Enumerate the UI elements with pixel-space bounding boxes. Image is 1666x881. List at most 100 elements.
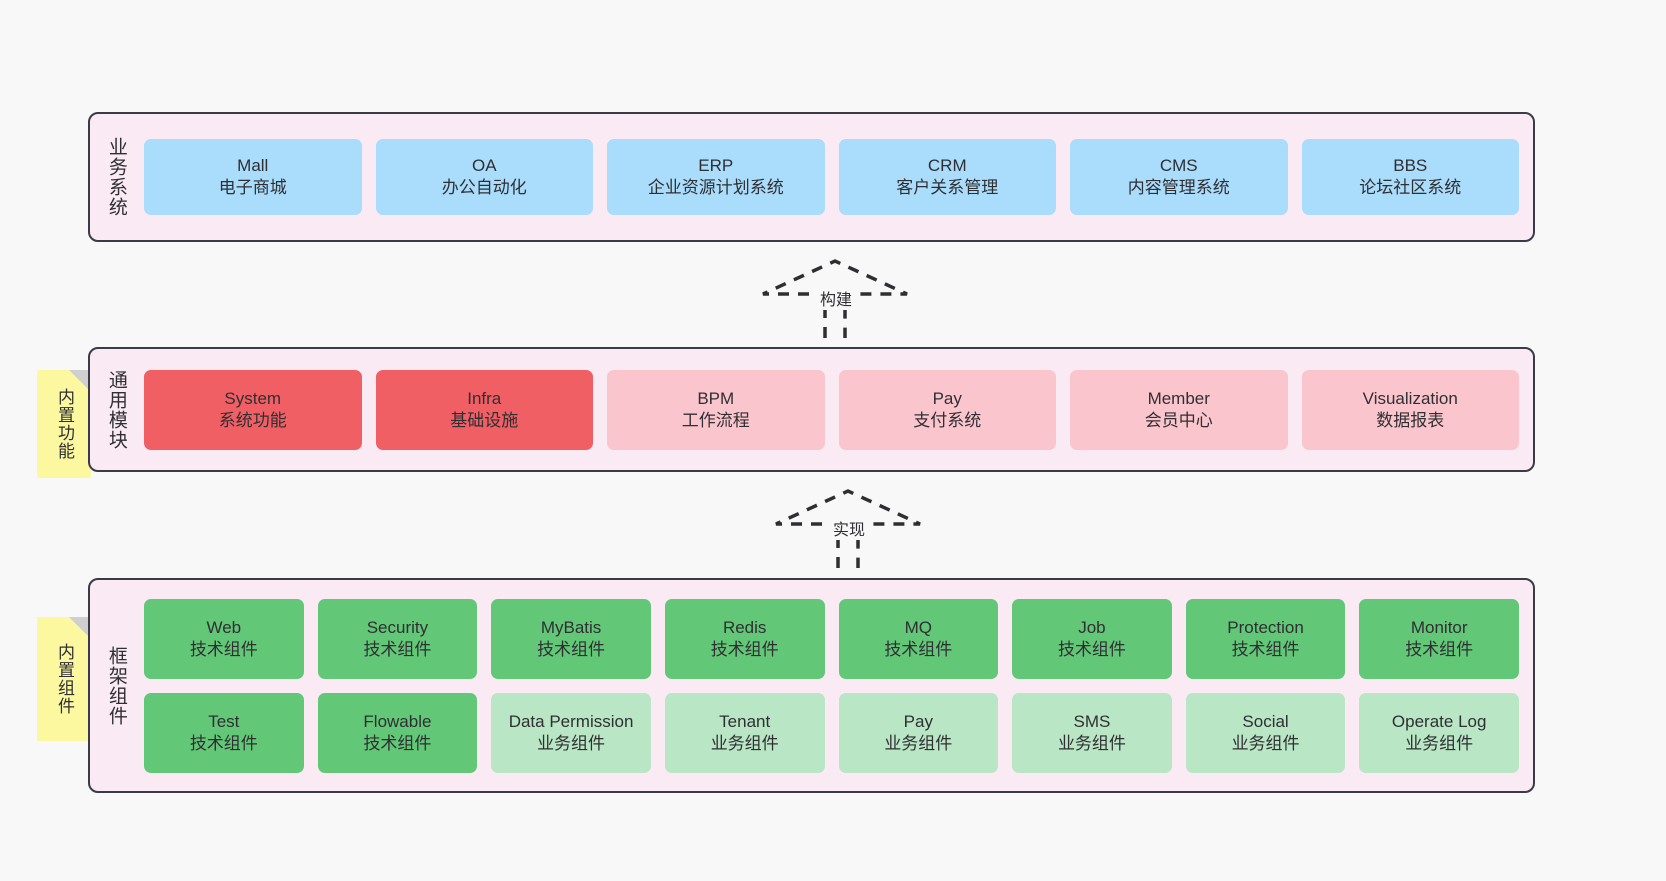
- note-fold-corner: [69, 370, 91, 392]
- node-title: System: [224, 388, 282, 408]
- node-sms[interactable]: SMS 业务组件: [1012, 692, 1172, 773]
- node-oa[interactable]: OA 办公自动化: [375, 139, 593, 215]
- node-mq[interactable]: MQ 技术组件: [838, 598, 999, 679]
- node-subtitle: 会员中心: [1144, 410, 1213, 430]
- node-subtitle: 技术组件: [363, 733, 432, 753]
- node-subtitle: 业务组件: [537, 733, 606, 753]
- node-title: Infra: [467, 388, 502, 408]
- node-subtitle: 数据报表: [1376, 410, 1445, 430]
- node-bbs[interactable]: BBS 论坛社区系统: [1301, 139, 1519, 215]
- layer-framework-component-label: 框架组件: [105, 645, 127, 726]
- node-title: Operate Log: [1391, 711, 1487, 731]
- node-subtitle: 技术组件: [1405, 639, 1474, 659]
- node-subtitle: 工作流程: [681, 410, 750, 430]
- node-bpm[interactable]: BPM 工作流程: [607, 369, 825, 450]
- node-row: Test 技术组件 Flowable 技术组件 Data Permission …: [144, 692, 1519, 773]
- node-title: Pay: [903, 711, 933, 731]
- node-infra[interactable]: Infra 基础设施: [375, 369, 593, 450]
- node-subtitle: 电子商城: [218, 178, 287, 197]
- node-title: Monitor: [1410, 617, 1468, 637]
- node-title: MyBatis: [540, 617, 602, 637]
- node-row: Mall 电子商城 OA 办公自动化 ERP 企业资源计划系统 CRM 客户关系…: [144, 139, 1519, 215]
- node-job[interactable]: Job 技术组件: [1012, 598, 1172, 679]
- node-title: SMS: [1073, 711, 1111, 731]
- node-redis[interactable]: Redis 技术组件: [664, 598, 825, 679]
- node-cms[interactable]: CMS 内容管理系统: [1070, 139, 1288, 215]
- node-visualization[interactable]: Visualization 数据报表: [1301, 369, 1519, 450]
- layer-business-system-label: 业务系统: [105, 137, 127, 217]
- layer-common-module: 通用模块 System 系统功能 Infra 基础设施 BPM 工作流程 Pay…: [88, 347, 1535, 472]
- node-test[interactable]: Test 技术组件: [144, 692, 304, 773]
- node-title: Protection: [1227, 617, 1304, 637]
- node-title: ERP: [698, 156, 734, 176]
- node-web[interactable]: Web 技术组件: [144, 598, 304, 679]
- node-title: Pay: [932, 388, 962, 408]
- node-subtitle: 企业资源计划系统: [647, 178, 784, 197]
- node-subtitle: 技术组件: [537, 639, 606, 659]
- node-subtitle: 业务组件: [884, 733, 953, 753]
- node-system[interactable]: System 系统功能: [144, 369, 362, 450]
- node-member[interactable]: Member 会员中心: [1070, 369, 1288, 450]
- node-mall[interactable]: Mall 电子商城: [144, 139, 362, 215]
- layer-business-system: 业务系统 Mall 电子商城 OA 办公自动化 ERP 企业资源计划系统 CRM…: [88, 112, 1535, 242]
- node-title: Social: [1242, 711, 1289, 731]
- connector-build-label: 构建: [818, 286, 855, 310]
- node-title: Tenant: [719, 711, 771, 731]
- layer-framework-component: 框架组件 Web 技术组件 Security 技术组件 MyBatis 技术组件…: [88, 578, 1535, 793]
- node-subtitle: 技术组件: [363, 639, 432, 659]
- node-data-permission[interactable]: Data Permission 业务组件: [491, 692, 651, 773]
- connector-build-arrow: 构建: [760, 258, 910, 348]
- node-row: System 系统功能 Infra 基础设施 BPM 工作流程 Pay 支付系统…: [144, 369, 1519, 450]
- node-operate-log[interactable]: Operate Log 业务组件: [1359, 692, 1519, 773]
- connector-implement-label: 实现: [831, 516, 868, 540]
- node-tenant[interactable]: Tenant 业务组件: [664, 692, 825, 773]
- node-title: Redis: [722, 617, 767, 637]
- node-title: Test: [208, 711, 240, 731]
- node-subtitle: 办公自动化: [441, 178, 527, 197]
- node-title: CMS: [1159, 156, 1198, 176]
- node-subtitle: 系统功能: [218, 410, 287, 430]
- node-subtitle: 支付系统: [913, 410, 982, 430]
- node-pay[interactable]: Pay 支付系统: [838, 369, 1056, 450]
- node-subtitle: 业务组件: [1405, 733, 1474, 753]
- note-builtin-function: 内置功能: [37, 370, 91, 478]
- node-title: MQ: [904, 617, 932, 637]
- node-subtitle: 内容管理系统: [1127, 178, 1230, 197]
- note-builtin-component-label: 内置组件: [55, 643, 75, 715]
- node-subtitle: 技术组件: [189, 639, 258, 659]
- node-title: Mall: [237, 156, 269, 176]
- node-crm[interactable]: CRM 客户关系管理: [838, 139, 1056, 215]
- node-subtitle: 业务组件: [710, 733, 779, 753]
- node-protection[interactable]: Protection 技术组件: [1185, 598, 1346, 679]
- note-builtin-function-label: 内置功能: [55, 388, 75, 460]
- node-subtitle: 技术组件: [1057, 639, 1126, 659]
- node-mybatis[interactable]: MyBatis 技术组件: [491, 598, 651, 679]
- node-subtitle: 技术组件: [710, 639, 779, 659]
- node-title: Member: [1147, 388, 1210, 408]
- node-title: Job: [1078, 617, 1106, 637]
- node-title: OA: [471, 156, 497, 176]
- layer-common-module-label: 通用模块: [105, 369, 127, 450]
- node-subtitle: 业务组件: [1057, 733, 1126, 753]
- node-flowable[interactable]: Flowable 技术组件: [317, 692, 478, 773]
- node-title: Web: [206, 617, 242, 637]
- node-subtitle: 技术组件: [884, 639, 953, 659]
- node-subtitle: 客户关系管理: [896, 178, 999, 197]
- connector-implement-arrow: 实现: [773, 488, 923, 578]
- layer-framework-component-body: Web 技术组件 Security 技术组件 MyBatis 技术组件 Redi…: [142, 580, 1533, 791]
- node-subtitle: 基础设施: [450, 410, 519, 430]
- node-social[interactable]: Social 业务组件: [1185, 692, 1346, 773]
- node-subtitle: 技术组件: [1231, 639, 1300, 659]
- node-title: Security: [366, 617, 429, 637]
- node-erp[interactable]: ERP 企业资源计划系统: [607, 139, 825, 215]
- node-monitor[interactable]: Monitor 技术组件: [1359, 598, 1519, 679]
- node-pay-business[interactable]: Pay 业务组件: [838, 692, 999, 773]
- node-subtitle: 业务组件: [1231, 733, 1300, 753]
- note-fold-corner: [69, 617, 91, 639]
- node-security[interactable]: Security 技术组件: [317, 598, 478, 679]
- node-title: BPM: [697, 388, 735, 408]
- node-row: Web 技术组件 Security 技术组件 MyBatis 技术组件 Redi…: [144, 598, 1519, 679]
- layer-business-system-body: Mall 电子商城 OA 办公自动化 ERP 企业资源计划系统 CRM 客户关系…: [142, 114, 1533, 240]
- node-subtitle: 论坛社区系统: [1359, 178, 1462, 197]
